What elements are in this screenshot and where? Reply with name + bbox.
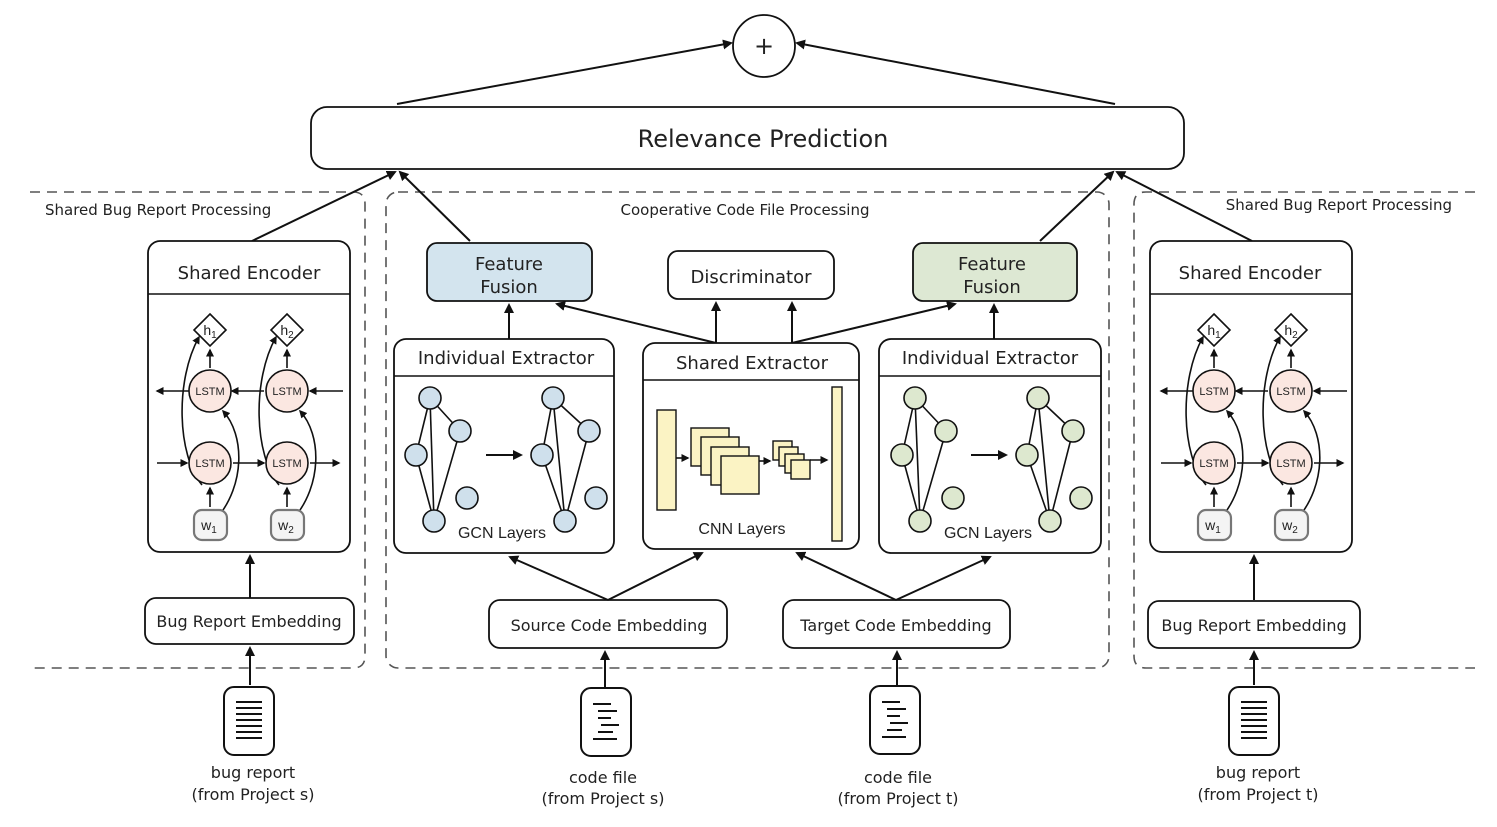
fusion-right-line1: Feature bbox=[958, 254, 1026, 275]
arrow-left-encoder-to-relevance bbox=[251, 170, 397, 242]
fusion-right-line2: Fusion bbox=[963, 277, 1021, 298]
w1-label: w1 bbox=[1204, 517, 1221, 536]
arrow-source-to-indiv-left bbox=[508, 555, 609, 601]
shared-extractor: Shared Extractor CNN Layers bbox=[642, 342, 860, 550]
h1-label: h1 bbox=[1207, 322, 1221, 341]
gcn-graph-left bbox=[404, 386, 608, 533]
relevance-prediction-box: Relevance Prediction bbox=[310, 106, 1185, 170]
h1-label: h1 bbox=[203, 322, 217, 341]
left-panel: Shared Bug Report Processing bbox=[30, 191, 366, 669]
left-shared-encoder: Shared Encoder h1 h2 LSTM LSTM LSTM LSTM… bbox=[147, 240, 351, 553]
arrow-relevance-to-sum-right bbox=[795, 39, 1116, 105]
arrow-shared-to-fusion-right bbox=[791, 300, 957, 344]
sum-node: + bbox=[732, 14, 796, 78]
discriminator-label: Discriminator bbox=[691, 267, 813, 288]
cnn-diagram bbox=[656, 386, 843, 542]
relevance-prediction-label: Relevance Prediction bbox=[638, 125, 889, 153]
right-encoder-title: Shared Encoder bbox=[1179, 263, 1322, 284]
right-bug-report-embedding: Bug Report Embedding bbox=[1147, 600, 1361, 649]
left-encoder-title: Shared Encoder bbox=[178, 263, 321, 284]
w1-label: w1 bbox=[200, 517, 217, 536]
center-panel-title: Cooperative Code File Processing bbox=[621, 201, 870, 219]
right-bug-embedding-label: Bug Report Embedding bbox=[1161, 616, 1346, 635]
right-shared-encoder: Shared Encoder h1 h2 LSTM LSTM LSTM LSTM… bbox=[1149, 240, 1353, 553]
bug-report-t-document-icon bbox=[1228, 686, 1280, 756]
arrow-target-to-shared bbox=[795, 551, 897, 601]
h2-label: h2 bbox=[280, 322, 294, 341]
lstm-label: LSTM bbox=[1199, 386, 1228, 398]
lstm-label: LSTM bbox=[1276, 386, 1305, 398]
individual-extractor-left-title: Individual Extractor bbox=[418, 348, 595, 369]
lstm-label: LSTM bbox=[1276, 458, 1305, 470]
arrow-right-encoder-to-relevance bbox=[1115, 171, 1253, 242]
arrow-source-to-shared bbox=[607, 552, 704, 601]
individual-extractor-right-title: Individual Extractor bbox=[902, 348, 1079, 369]
cnn-layers-label: CNN Layers bbox=[698, 521, 785, 538]
bug-t-caption-line2: (from Project t) bbox=[1198, 785, 1319, 804]
h2-label: h2 bbox=[1284, 322, 1298, 341]
bug-t-caption-line1: bug report bbox=[1216, 763, 1300, 782]
bug-s-caption-line2: (from Project s) bbox=[192, 785, 315, 804]
code-s-caption-line1: code file bbox=[569, 768, 637, 787]
w2-label: w2 bbox=[1281, 517, 1298, 536]
left-bug-embedding-label: Bug Report Embedding bbox=[156, 612, 341, 631]
right-panel-title: Shared Bug Report Processing bbox=[1226, 196, 1452, 214]
target-embedding-label: Target Code Embedding bbox=[799, 616, 991, 635]
center-panel: Cooperative Code File Processing bbox=[385, 191, 1110, 669]
feature-fusion-right: Feature Fusion bbox=[912, 242, 1078, 302]
target-code-embedding: Target Code Embedding bbox=[782, 599, 1011, 649]
gcn-graph-right bbox=[890, 386, 1093, 533]
code-t-caption-line1: code file bbox=[864, 768, 932, 787]
bug-s-caption-line1: bug report bbox=[211, 763, 295, 782]
feature-fusion-left: Feature Fusion bbox=[426, 242, 593, 302]
lstm-label: LSTM bbox=[195, 386, 224, 398]
discriminator-box: Discriminator bbox=[667, 250, 835, 300]
arrow-right-fusion-to-relevance bbox=[1039, 170, 1115, 242]
lstm-label: LSTM bbox=[272, 386, 301, 398]
bug-report-s-document-icon bbox=[223, 686, 275, 756]
source-embedding-label: Source Code Embedding bbox=[511, 616, 708, 635]
gcn-layers-left-label: GCN Layers bbox=[458, 525, 546, 542]
code-file-t-document-icon bbox=[869, 685, 921, 755]
individual-extractor-left: Individual Extractor GCN Layers bbox=[393, 338, 615, 554]
lstm-label: LSTM bbox=[1199, 458, 1228, 470]
arrow-left-fusion-to-relevance bbox=[398, 170, 471, 242]
fusion-left-line2: Fusion bbox=[480, 277, 538, 298]
left-panel-title: Shared Bug Report Processing bbox=[45, 201, 271, 219]
code-file-s-document-icon bbox=[580, 687, 632, 757]
arrow-shared-to-fusion-left bbox=[555, 301, 717, 344]
code-t-caption-line2: (from Project t) bbox=[838, 789, 959, 808]
right-panel: Shared Bug Report Processing bbox=[1133, 191, 1475, 669]
arrow-target-to-indiv-right bbox=[895, 555, 992, 601]
lstm-label: LSTM bbox=[272, 458, 301, 470]
arrow-relevance-to-sum-left bbox=[396, 39, 733, 105]
individual-extractor-right: Individual Extractor GCN Layers bbox=[878, 338, 1102, 554]
source-code-embedding: Source Code Embedding bbox=[488, 599, 728, 649]
fusion-left-line1: Feature bbox=[475, 254, 543, 275]
fusion-left-box bbox=[426, 242, 593, 302]
code-s-caption-line2: (from Project s) bbox=[542, 789, 665, 808]
plus-symbol: + bbox=[754, 32, 774, 60]
left-bug-report-embedding: Bug Report Embedding bbox=[144, 597, 355, 645]
w2-label: w2 bbox=[277, 517, 294, 536]
lstm-label: LSTM bbox=[195, 458, 224, 470]
gcn-layers-right-label: GCN Layers bbox=[944, 525, 1032, 542]
fusion-right-box bbox=[912, 242, 1078, 302]
shared-extractor-title: Shared Extractor bbox=[676, 353, 829, 374]
